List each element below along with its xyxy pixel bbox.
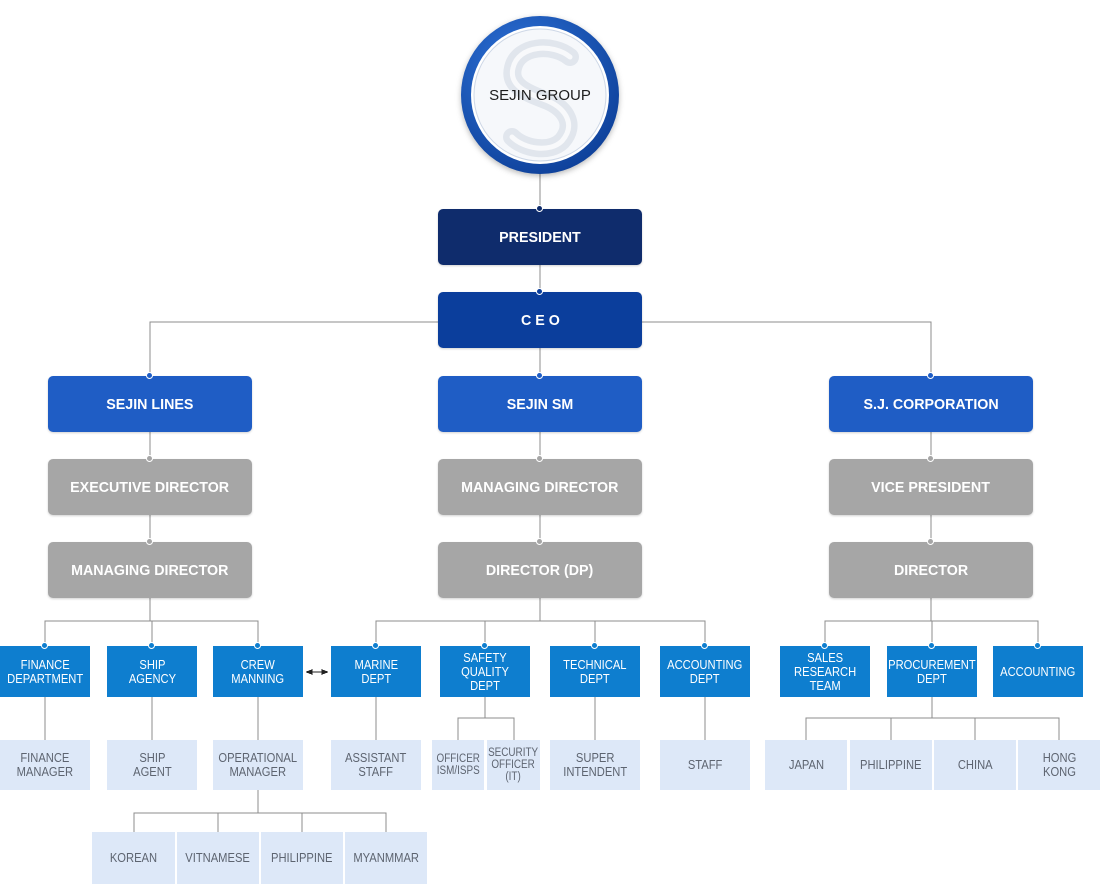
staff-label: FINANCE MANAGER [16,750,74,779]
region-china: CHINA [934,740,1016,790]
connector-sejin-lines-departments [44,598,259,646]
dept-finance-department: FINANCE DEPARTMENT [0,642,90,697]
dept-label: SHIP AGENCY [128,656,176,686]
role-vice-president: VICE PRESIDENT [829,455,1033,515]
staff-officer-ism-isps: OFFICER ISM/ISPS [432,740,484,790]
company-sejin-lines: SEJIN LINES [48,372,252,432]
company-sj-corporation: S.J. CORPORATION [829,372,1033,432]
role-label: VICE PRESIDENT [871,478,991,496]
company-sejin-sm: SEJIN SM [438,372,642,432]
role-managing-director: MANAGING DIRECTOR [48,538,252,598]
dept-procurement: PROCUREMENT DEPT [887,642,977,697]
staff-super-intendent: SUPER INTENDENT [550,740,640,790]
team-label: KOREAN [109,850,158,865]
role-managing-director: MANAGING DIRECTOR [438,455,642,515]
president-label: PRESIDENT [499,228,581,246]
dept-label: SALES RESEARCH TEAM [793,649,857,693]
dept-label: SAFETY QUALITY DEPT [461,649,509,693]
region-label: CHINA [957,757,993,772]
dept-crew-manning: CREW MANNING [213,642,303,697]
s-watermark-icon [503,39,579,158]
dept-label: PROCUREMENT DEPT [888,656,976,686]
team-vitnamese: VITNAMESE [177,832,259,884]
dept-safety-quality: SAFETY QUALITY DEPT [440,642,530,697]
staff-label: STAFF [687,757,723,772]
connector-procurement-regions [805,697,1060,740]
region-label: PHILIPPINE [860,757,922,772]
team-korean: KOREAN [92,832,175,884]
connector-sejin-sm-staff [375,697,706,740]
company-label: SEJIN LINES [106,395,194,413]
company-label: SEJIN SM [506,395,574,413]
dept-accounting: ACCOUNTING [993,642,1083,697]
team-philippine: PHILIPPINE [261,832,343,884]
staff-label: SHIP AGENT [132,750,172,779]
role-label: DIRECTOR [893,561,969,579]
role-label: MANAGING DIRECTOR [71,561,229,579]
dept-label: FINANCE DEPARTMENT [6,656,83,686]
connector-sejin-sm-departments [375,598,706,646]
team-label: PHILIPPINE [271,850,333,865]
staff-operational-manager: OPERATIONAL MANAGER [213,740,303,790]
dept-technical: TECHNICAL DEPT [550,642,640,697]
dept-sales-research-team: SALES RESEARCH TEAM [780,642,870,697]
dept-label: ACCOUNTING DEPT [667,656,743,686]
region-label: HONG KONG [1042,750,1076,779]
dept-label: ACCOUNTING [1000,663,1076,679]
staff-label: OFFICER ISM/ISPS [436,753,480,777]
dept-label: TECHNICAL DEPT [563,656,627,686]
company-label: S.J. CORPORATION [863,395,999,413]
ceo-label: C E O [520,311,560,329]
region-hong-kong: HONG KONG [1018,740,1100,790]
role-label: DIRECTOR (DP) [486,561,594,579]
role-executive-director: EXECUTIVE DIRECTOR [48,455,252,515]
s-watermark-highlight [509,45,573,151]
dept-label: MARINE DEPT [354,656,398,686]
staff-assistant-staff: ASSISTANT STAFF [331,740,421,790]
dept-label: CREW MANNING [231,656,285,686]
staff-label: SUPER INTENDENT [563,750,627,779]
role-director: DIRECTOR [829,538,1033,598]
connector-sj-corporation-departments [824,598,1039,646]
team-label: VITNAMESE [185,850,251,865]
logo-label: SEJIN GROUP [489,87,591,104]
region-japan: JAPAN [765,740,847,790]
team-label: MYANMMAR [353,850,419,865]
region-philippine: PHILIPPINE [850,740,932,790]
role-label: MANAGING DIRECTOR [461,478,619,496]
staff-staff: STAFF [660,740,750,790]
staff-label: OPERATIONAL MANAGER [218,750,298,779]
role-label: EXECUTIVE DIRECTOR [70,478,230,496]
connector-crew-teams [133,790,387,832]
dept-marine: MARINE DEPT [331,642,421,697]
sejin-group-logo: SEJIN GROUP [461,16,619,174]
staff-finance-manager: FINANCE MANAGER [0,740,90,790]
dept-accounting: ACCOUNTING DEPT [660,642,750,697]
president-box: PRESIDENT [438,205,642,265]
connector-sejin-lines-staff [44,697,259,740]
region-label: JAPAN [788,757,824,772]
staff-security-officer: SECURITY OFFICER (IT) [487,740,540,790]
ceo-box: C E O [438,288,642,348]
staff-ship-agent: SHIP AGENT [107,740,197,790]
team-myanmmar: MYANMMAR [345,832,427,884]
staff-label: SECURITY OFFICER (IT) [488,747,539,783]
dept-ship-agency: SHIP AGENCY [107,642,197,697]
role-director-dp: DIRECTOR (DP) [438,538,642,598]
staff-label: ASSISTANT STAFF [345,750,407,779]
